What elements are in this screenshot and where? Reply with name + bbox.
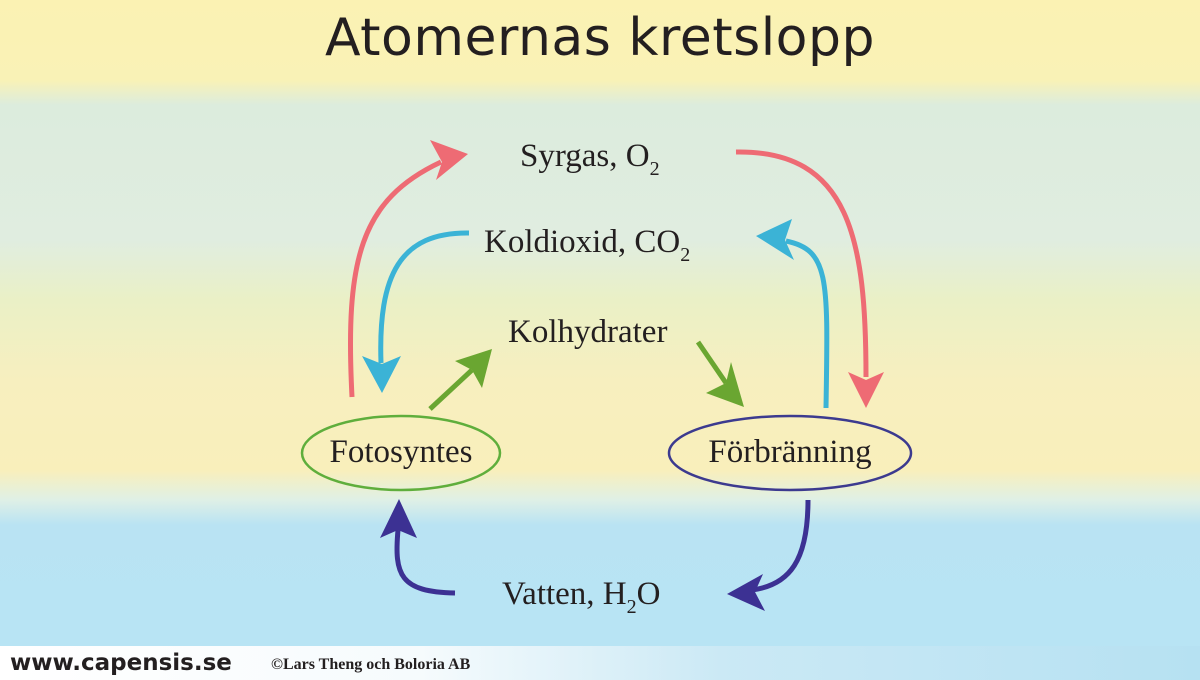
- arrow-koldioxid-to-fotosyntes: [362, 230, 470, 393]
- node-syrgas-subscript: 2: [649, 158, 660, 180]
- arrow-kolhydrater-to-forbranning: [695, 340, 744, 407]
- arrow-vatten-to-fotosyntes: [380, 499, 456, 596]
- node-forbranning: Förbränning: [669, 436, 911, 469]
- footer-credit: ©Lars Theng och Boloria AB: [271, 656, 471, 673]
- node-vatten-label: Vatten, H: [502, 576, 627, 612]
- page-title: Atomernas kretslopp: [324, 8, 875, 68]
- node-fotosyntes-label: Fotosyntes: [329, 434, 473, 470]
- arrow-forbranning-to-vatten: [727, 499, 811, 611]
- node-vatten-subscript: 2: [626, 596, 637, 618]
- node-syrgas-label: Syrgas, O: [520, 138, 650, 174]
- arrow-fotosyntes-to-syrgas: [348, 140, 468, 398]
- node-vatten: Vatten, H2O: [502, 576, 661, 618]
- footer-url[interactable]: www.capensis.se: [10, 650, 232, 676]
- node-syrgas: Syrgas, O2: [520, 138, 660, 180]
- arrow-syrgas-to-forbranning: [735, 149, 884, 408]
- node-fotosyntes: Fotosyntes: [302, 436, 500, 469]
- node-kolhydrater-label: Kolhydrater: [508, 314, 668, 350]
- node-kolhydrater: Kolhydrater: [508, 316, 667, 349]
- forbranning-ellipse: [667, 414, 913, 492]
- node-forbranning-label: Förbränning: [708, 434, 872, 470]
- arrow-forbranning-to-koldioxid: [756, 219, 830, 409]
- node-koldioxid-subscript: 2: [680, 244, 691, 266]
- fotosyntes-ellipse: [300, 414, 502, 492]
- node-koldioxid-label: Koldioxid, CO: [484, 224, 681, 260]
- node-koldioxid: Koldioxid, CO2: [484, 224, 690, 266]
- node-vatten-label-end: O: [636, 576, 661, 612]
- arrow-fotosyntes-to-kolhydrater: [428, 349, 492, 411]
- footer-band: [0, 646, 1200, 680]
